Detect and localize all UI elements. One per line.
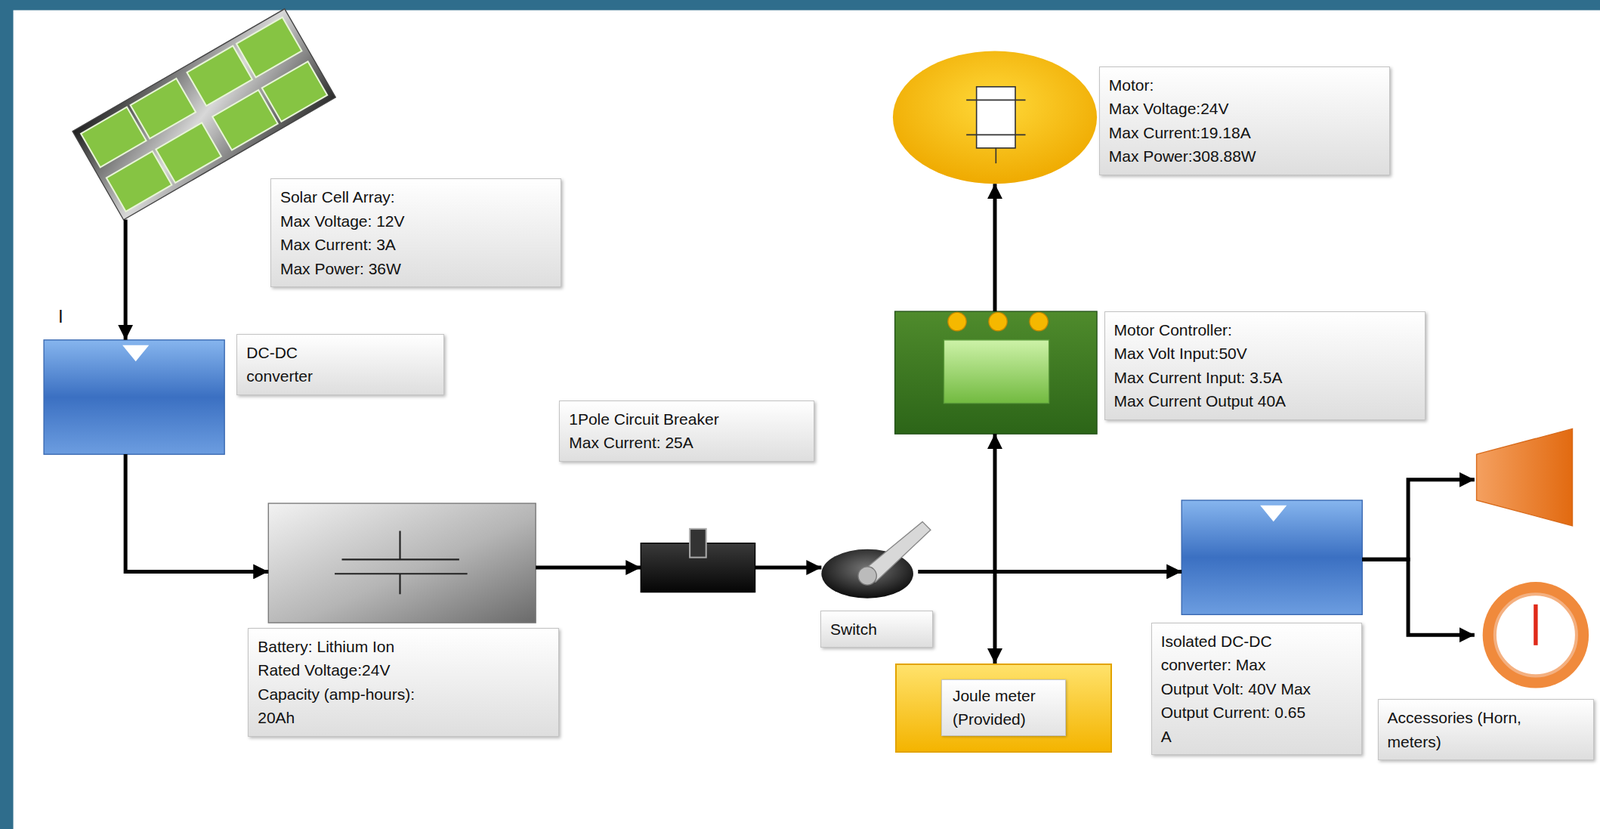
battery-icon	[268, 503, 536, 623]
spec-text: Solar Cell Array:	[280, 185, 552, 210]
spec-text: Max Voltage: 12V	[280, 209, 552, 234]
power-arrow	[1362, 479, 1475, 635]
spec-text: Max Current:19.18A	[1108, 120, 1381, 146]
spec-label: 1Pole Circuit BreakerMax Current: 25A	[559, 400, 815, 462]
spec-text: Rated Voltage:24V	[257, 657, 452, 683]
spec-text: Capacity (amp-hours): 20Ah	[257, 682, 452, 730]
power-line	[125, 454, 269, 572]
power-arrow	[918, 571, 1183, 572]
spec-text: Joule meter (Provided)	[952, 684, 1055, 731]
spec-text: Battery: Lithium Ion	[257, 634, 452, 659]
component: Isolated DC-DC converter: Max Output Vol…	[1181, 500, 1363, 615]
page-ground	[13, 10, 1600, 829]
spec-label: Isolated DC-DC converter: Max Output Vol…	[1151, 622, 1363, 756]
spec-text: Switch	[830, 617, 924, 642]
power-line	[992, 183, 997, 312]
spec-label: DC-DC converter	[236, 333, 444, 396]
spec-label: Solar Cell Array:Max Voltage: 12VMax Cur…	[270, 178, 562, 288]
spec-text: Max Power: 36W	[280, 256, 552, 282]
power-arrow	[918, 433, 995, 572]
spec-label: Motor Controller:Max Volt Input:50VMax C…	[1104, 311, 1426, 421]
power-line	[535, 565, 641, 570]
spec-label: Motor:Max Voltage:24VMax Current:19.18AM…	[1099, 66, 1390, 176]
component: Motor:Max Voltage:24VMax Current:19.18AM…	[892, 51, 1097, 185]
dc-dc-converter-icon	[43, 339, 225, 455]
component: Motor Controller:Max Volt Input:50VMax C…	[895, 311, 1097, 434]
switch-icon	[821, 521, 931, 598]
circuit-breaker-icon	[640, 528, 755, 593]
power-arrow	[125, 454, 269, 572]
spec-text: Max Current Input: 3.5A	[1114, 365, 1416, 390]
component: Accessories (Horn, meters)	[1474, 428, 1592, 694]
meter-label: Joule meter (Provided)	[941, 679, 1066, 736]
power-arrow	[755, 567, 822, 569]
power-line	[918, 433, 995, 572]
spec-text: Isolated DC-DC converter: Max Output Vol…	[1161, 629, 1315, 749]
component: DC-DC converter	[43, 339, 225, 455]
spec-text: Max Power:308.88W	[1108, 144, 1381, 169]
power-arrow	[535, 567, 641, 569]
spec-text: 1Pole Circuit Breaker	[568, 407, 723, 432]
component: 1Pole Circuit BreakerMax Current: 25A	[640, 528, 755, 593]
motor-controller-icon	[895, 311, 1097, 434]
power-line	[123, 219, 128, 340]
power-line	[1362, 559, 1475, 635]
meter-icon	[1482, 581, 1589, 689]
motor-icon	[892, 51, 1097, 185]
spec-text: Motor:	[1108, 73, 1381, 98]
component: Solar Cell Array:Max Voltage: 12VMax Cur…	[72, 9, 336, 220]
spec-label: Accessories (Horn, meters)	[1377, 698, 1594, 760]
spec-text: Motor Controller:	[1114, 318, 1416, 343]
spec-text: Max Voltage:24V	[1108, 96, 1381, 121]
power-line	[918, 569, 1183, 574]
spec-label: Switch	[820, 610, 933, 649]
power-line	[755, 565, 822, 570]
power-line	[1362, 479, 1475, 560]
spec-text: DC-DC converter	[246, 340, 343, 389]
power-arrow	[994, 183, 995, 312]
component: Battery: Lithium IonRated Voltage:24VCap…	[268, 503, 536, 623]
spec-text: Max Volt Input:50V	[1114, 341, 1416, 366]
horn-icon	[1476, 428, 1573, 526]
spec-label: Battery: Lithium IonRated Voltage:24VCap…	[247, 627, 560, 737]
power-arrow	[125, 219, 127, 340]
spec-text: Accessories (Horn, meters)	[1387, 705, 1562, 754]
isolated-converter-icon	[1181, 500, 1363, 615]
meter-box: Joule meter (Provided)	[895, 663, 1113, 753]
spec-text: Max Current: 3A	[280, 232, 552, 257]
spec-text: Max Current: 25A	[568, 430, 723, 455]
spec-text: Max Current Output 40A	[1114, 389, 1416, 414]
component: Switch	[821, 540, 918, 603]
stray-mark: I	[58, 305, 64, 328]
